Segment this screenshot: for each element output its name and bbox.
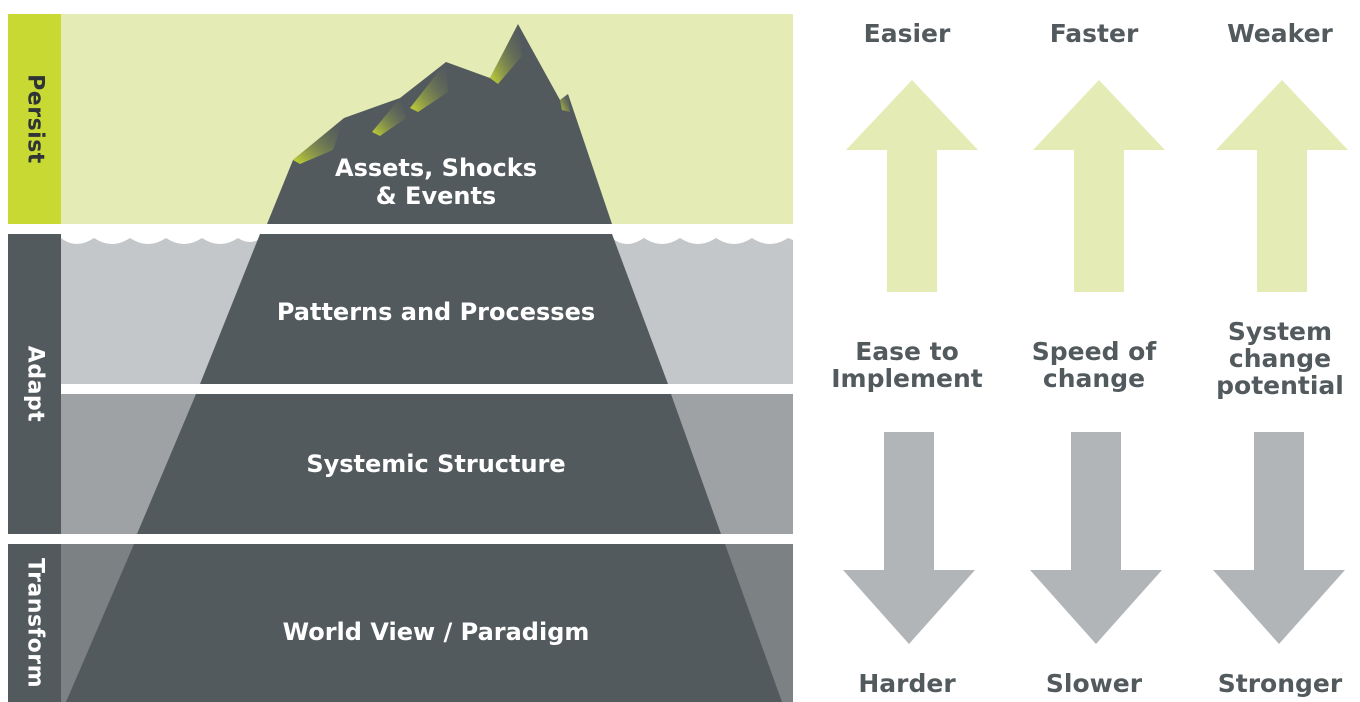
iceberg-diagram: Assets, Shocks & Events Patterns and Pro… bbox=[61, 14, 793, 702]
snow-highlight bbox=[372, 98, 406, 136]
iceberg-tip bbox=[267, 24, 612, 224]
arrow-up-icon bbox=[846, 80, 978, 292]
snow-highlight bbox=[560, 94, 570, 112]
arrow-up-icon bbox=[1216, 80, 1348, 292]
wave-right bbox=[612, 232, 793, 244]
worldview-label: World View / Paradigm bbox=[283, 618, 590, 646]
column-3-bottom-label: Stronger bbox=[1217, 669, 1343, 698]
column-3-center-label: System change potential bbox=[1185, 318, 1360, 399]
snow-highlight bbox=[410, 62, 448, 112]
patterns-label: Patterns and Processes bbox=[277, 298, 595, 326]
band-transform: Transform bbox=[8, 544, 61, 702]
arrow-down-icon bbox=[1213, 432, 1345, 644]
column-3-top-label: Weaker bbox=[1227, 19, 1333, 48]
column-2-center-line1: Speed of bbox=[1031, 337, 1157, 366]
column-3-center-line3: potential bbox=[1216, 371, 1344, 400]
column-3-center-line2: change bbox=[1228, 344, 1332, 373]
column-2-bottom-label: Slower bbox=[1045, 669, 1143, 698]
column-3-center-line1: System bbox=[1227, 317, 1333, 346]
iceberg-worldview-layer bbox=[66, 544, 782, 702]
column-2-center-line2: change bbox=[1042, 364, 1146, 393]
column-1-top-label: Easier bbox=[863, 19, 951, 48]
column-2-top-label: Faster bbox=[1049, 19, 1139, 48]
arrow-up-icon bbox=[1033, 80, 1165, 292]
column-1-center-line2: Implement bbox=[831, 364, 983, 393]
column-1-center-line1: Ease to bbox=[855, 337, 959, 366]
arrow-down-icon bbox=[1030, 432, 1162, 644]
arrow-down-icon bbox=[843, 432, 975, 644]
structure-label: Systemic Structure bbox=[306, 450, 565, 478]
band-adapt: Adapt bbox=[8, 234, 61, 534]
tip-label-line1: Assets, Shocks bbox=[335, 154, 537, 182]
tip-label-line2: & Events bbox=[376, 182, 496, 210]
column-1-bottom-label: Harder bbox=[858, 669, 956, 698]
column-2-center-label: Speed of change bbox=[999, 338, 1189, 392]
column-1-center-label: Ease to Implement bbox=[812, 338, 1002, 392]
snow-highlight bbox=[490, 24, 522, 84]
iceberg-structure-layer bbox=[137, 394, 721, 534]
wave-left bbox=[61, 232, 262, 244]
iceberg-patterns-layer bbox=[200, 234, 668, 384]
band-persist: Persist bbox=[8, 14, 61, 224]
snow-highlight bbox=[293, 118, 344, 164]
